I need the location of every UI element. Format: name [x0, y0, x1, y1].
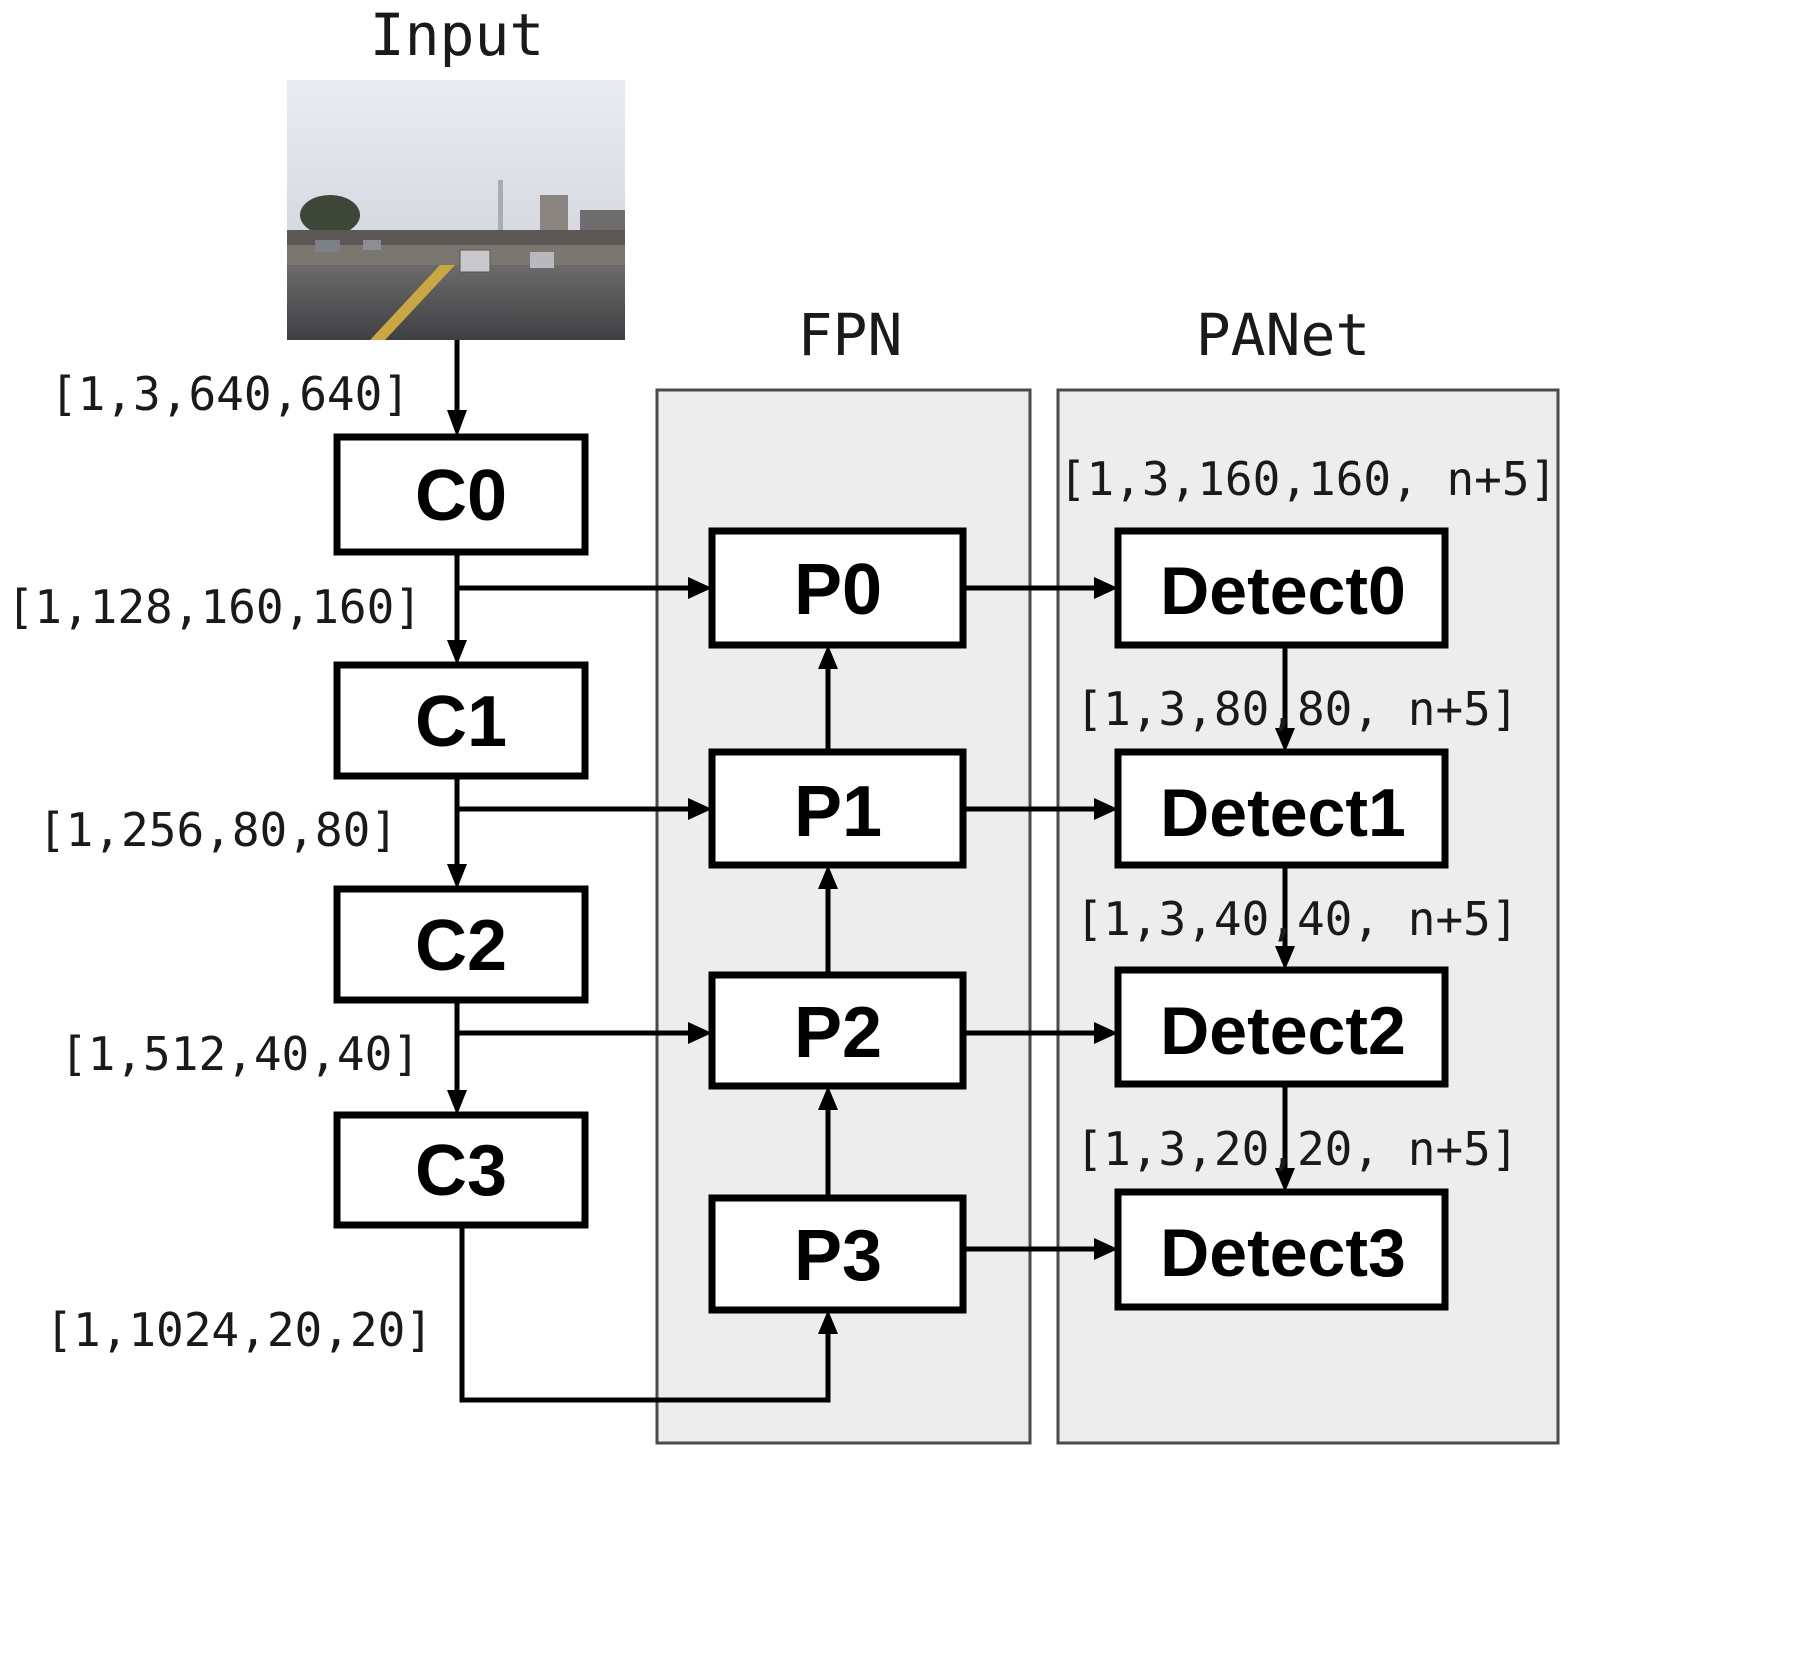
backbone-block-c0: C0 — [333, 433, 589, 556]
input-image — [287, 80, 625, 340]
backbone-block-c2: C2 — [333, 885, 589, 1004]
block-label: C2 — [415, 906, 507, 986]
panet-block-detect3: Detect3 — [1114, 1188, 1449, 1311]
block-label: P1 — [794, 772, 882, 852]
block-label: P2 — [794, 993, 882, 1073]
block-label: P3 — [794, 1216, 882, 1296]
shape-label-detect0: [1,3,160,160, n+5] — [1059, 452, 1558, 506]
panet-block-detect0: Detect0 — [1114, 527, 1449, 649]
fpn-block-p3: P3 — [708, 1194, 967, 1314]
block-label: C1 — [415, 682, 507, 762]
block-label: Detect0 — [1160, 553, 1406, 629]
fpn-block-p1: P1 — [708, 748, 967, 869]
fpn-block-p2: P2 — [708, 971, 967, 1090]
shape-label-c2: [1,512,40,40] — [60, 1027, 420, 1081]
shape-label-c3: [1,1024,20,20] — [45, 1303, 433, 1357]
block-label: C3 — [415, 1131, 507, 1211]
shape-label-c0: [1,128,160,160] — [7, 580, 422, 634]
block-label: C0 — [415, 456, 507, 536]
block-label: Detect1 — [1160, 775, 1406, 851]
panet-block-detect1: Detect1 — [1114, 748, 1449, 869]
panet-block-detect2: Detect2 — [1114, 966, 1449, 1088]
input-title: Input — [370, 1, 545, 69]
shape-label-detect1: [1,3,80,80, n+5] — [1075, 682, 1518, 736]
backbone-block-c3: C3 — [333, 1111, 589, 1229]
block-label: P0 — [794, 550, 882, 630]
shape-label-c1: [1,256,80,80] — [38, 803, 398, 857]
fpn-block-p0: P0 — [708, 527, 967, 649]
shape-label-detect3: [1,3,20,20, n+5] — [1075, 1122, 1518, 1176]
panet-title: PANet — [1196, 301, 1371, 369]
fpn-title: FPN — [798, 301, 903, 369]
block-label: Detect3 — [1160, 1215, 1406, 1291]
shape-label-detect2: [1,3,40,40, n+5] — [1075, 892, 1518, 946]
block-label: Detect2 — [1160, 993, 1406, 1069]
shape-label-input: [1,3,640,640] — [50, 367, 410, 421]
arrow-c3-to-p3 — [459, 1225, 831, 1403]
backbone-block-c1: C1 — [333, 661, 589, 780]
